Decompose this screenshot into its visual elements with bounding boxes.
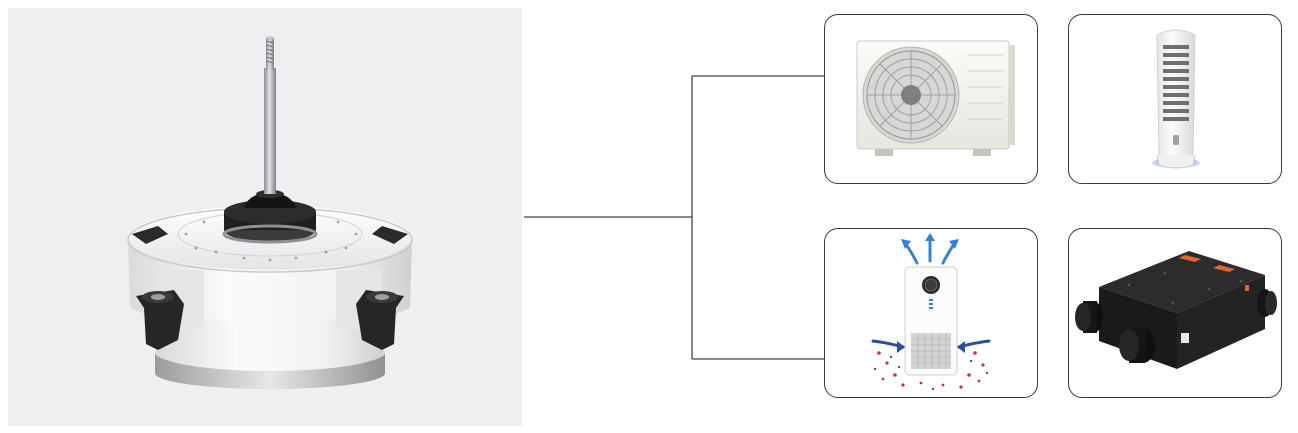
tower-fan-icon — [1152, 29, 1200, 169]
air-purifier-icon — [871, 233, 991, 391]
application-card-tower-fan — [1068, 14, 1282, 184]
motor-image-panel — [8, 8, 522, 426]
heat-recovery-ventilator-icon — [1075, 251, 1277, 369]
bldc-fan-motor-icon — [127, 36, 413, 389]
application-card-air-conditioner — [824, 14, 1038, 184]
air-conditioner-outdoor-unit-icon — [856, 40, 1015, 156]
application-card-ventilator — [1068, 228, 1282, 398]
application-card-air-purifier — [824, 228, 1038, 398]
